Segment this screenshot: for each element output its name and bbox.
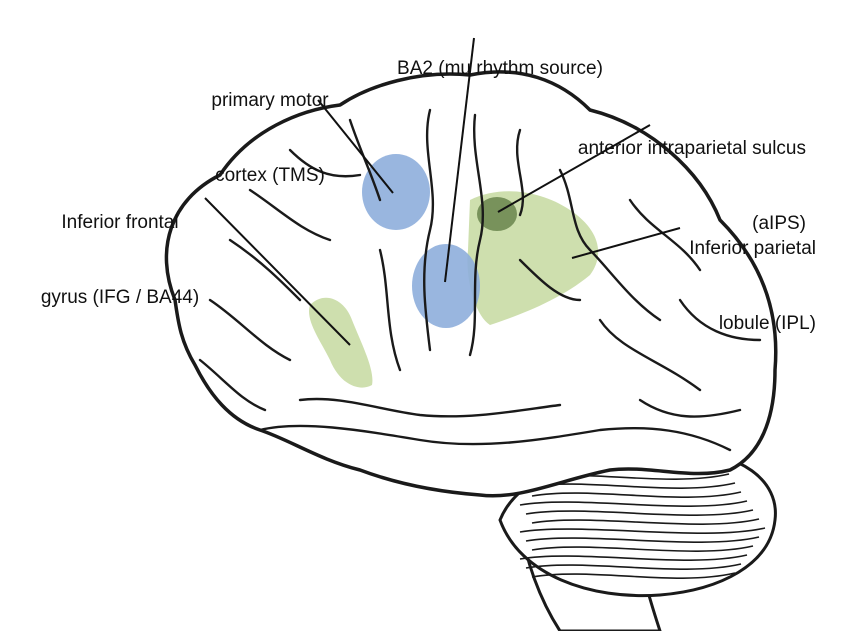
ba2-spot	[412, 244, 480, 328]
label-ifg-line2: gyrus (IFG / BA44)	[20, 285, 220, 310]
label-ifg: Inferior frontal gyrus (IFG / BA44)	[20, 160, 220, 360]
label-aips-line1: anterior intraparietal sulcus	[500, 136, 806, 161]
label-ipl-line2: lobule (IPL)	[640, 311, 816, 336]
label-ipl: Inferior parietal lobule (IPL)	[640, 186, 816, 386]
label-primary-motor-line1: primary motor	[170, 88, 370, 113]
motor-cortex-spot	[362, 154, 430, 230]
label-ba2-line1: BA2 (mu rhythm source)	[380, 56, 620, 81]
label-ifg-line1: Inferior frontal	[20, 210, 220, 235]
label-ipl-line1: Inferior parietal	[640, 236, 816, 261]
